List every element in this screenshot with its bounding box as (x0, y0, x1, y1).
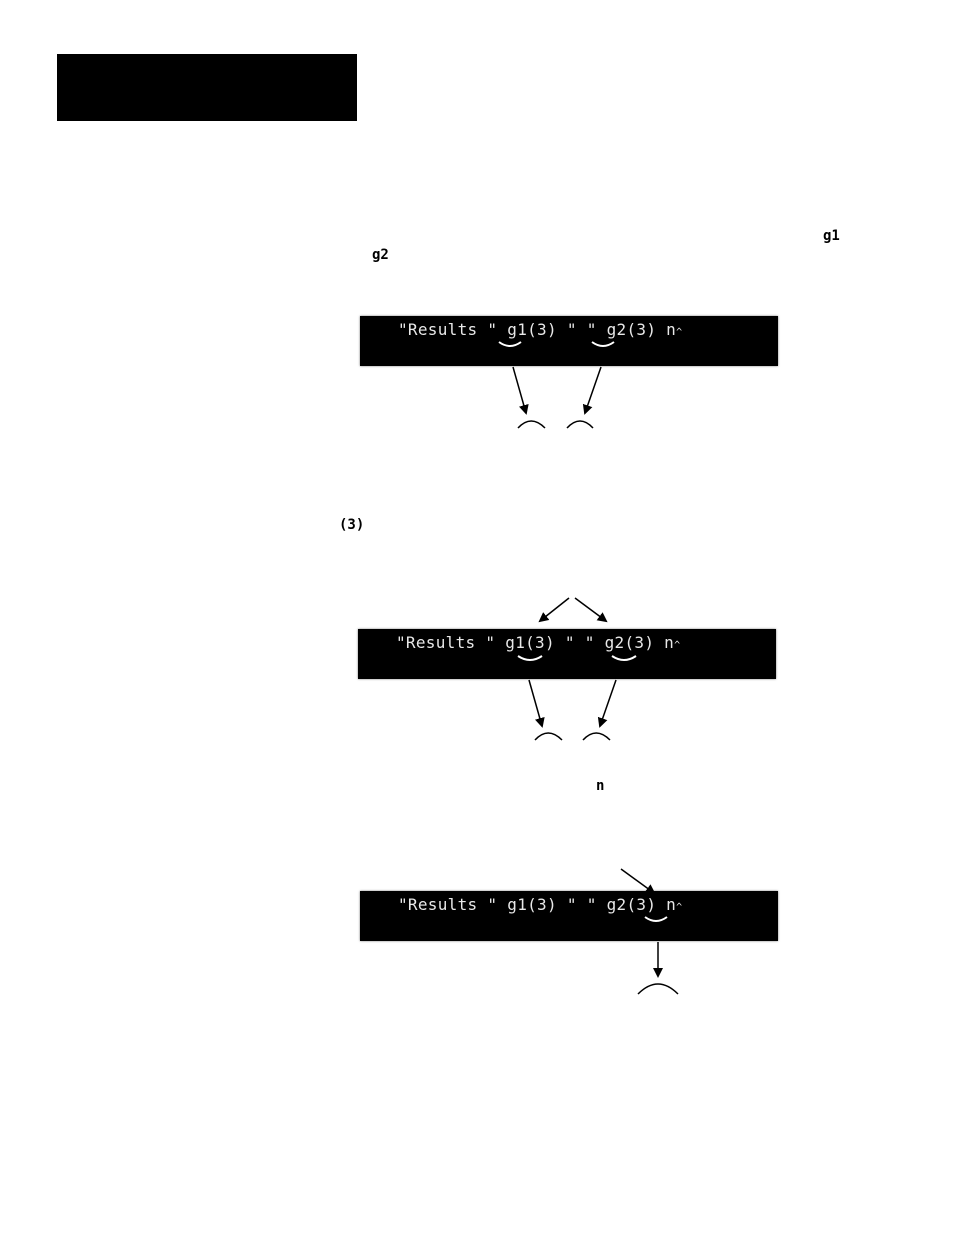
arrow-1a (512, 366, 529, 415)
terminal-display-1: "Results " g1(3) " " g2(3) n^ (360, 316, 778, 366)
bottom-arc-2b (582, 732, 611, 741)
terminal-text-1: "Results " g1(3) " " g2(3) n (398, 320, 677, 339)
terminal-text-2: "Results " g1(3) " " g2(3) n (396, 633, 675, 652)
cursor-marker-1: ^ (676, 327, 683, 338)
highlight-arc-g2-1 (591, 341, 615, 347)
bottom-arc-2a (534, 732, 563, 741)
arrow-2b (597, 679, 617, 728)
cursor-marker-3: ^ (676, 902, 683, 913)
terminal-text-3: "Results " g1(3) " " g2(3) n (398, 895, 677, 914)
arrow-1b (582, 366, 602, 415)
cursor-marker-2: ^ (674, 640, 681, 651)
highlight-arc-paren-2 (611, 655, 637, 661)
label-g1: g1 (823, 228, 840, 244)
arrow-3-top (620, 868, 656, 895)
arrow-2-top-left (538, 597, 570, 623)
terminal-display-2: "Results " g1(3) " " g2(3) n^ (358, 629, 776, 679)
arrow-2a (528, 679, 545, 728)
bottom-arc-1b (566, 420, 594, 429)
label-n: n (596, 778, 605, 794)
highlight-arc-n (644, 916, 668, 922)
highlight-arc-paren-1 (517, 655, 543, 661)
label-paren-3: (3) (339, 517, 365, 533)
terminal-display-3: "Results " g1(3) " " g2(3) n^ (360, 891, 778, 941)
header-bar (57, 54, 357, 121)
bottom-arc-1a (517, 420, 546, 429)
label-g2: g2 (372, 247, 389, 263)
bottom-arc-3 (637, 983, 679, 995)
highlight-arc-g1-1 (498, 341, 522, 347)
arrow-2-top-right (574, 597, 608, 623)
